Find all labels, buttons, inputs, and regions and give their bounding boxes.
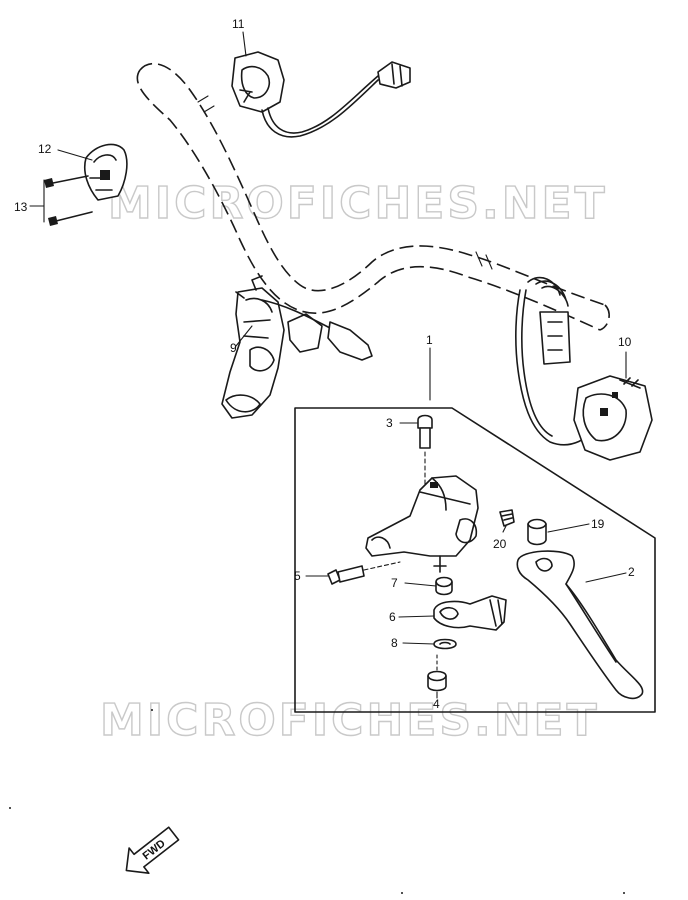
part-8-washer xyxy=(433,638,457,650)
part-19-collar xyxy=(527,518,547,546)
part-13-screws xyxy=(44,175,93,226)
part-20-small-bolt xyxy=(499,509,515,527)
part-7-nut xyxy=(435,576,453,596)
callout-10: 10 xyxy=(618,335,632,349)
callout-19: 19 xyxy=(591,517,605,531)
part-11-switch-housing xyxy=(231,51,411,138)
fwd-arrow-icon: FWD xyxy=(125,826,180,875)
callout-13: 13 xyxy=(14,200,28,214)
callout-9: 9 xyxy=(230,341,237,355)
part-9-throttle-assembly xyxy=(221,275,373,419)
callout-6: 6 xyxy=(389,610,396,624)
part-12-switch-housing-left xyxy=(83,143,128,201)
leader-lines xyxy=(29,31,627,699)
callout-3: 3 xyxy=(386,416,393,430)
part-4-nut xyxy=(427,654,447,692)
part-10-switch-housing-right xyxy=(515,276,653,461)
callout-7: 7 xyxy=(391,576,398,590)
watermark-bottom: MICROFICHES.NET xyxy=(100,695,600,746)
scan-specks xyxy=(9,709,625,894)
watermark-top: MICROFICHES.NET xyxy=(108,178,608,229)
callout-5: 5 xyxy=(294,569,301,583)
handlebar-outline xyxy=(136,62,610,331)
callout-11: 11 xyxy=(232,17,245,31)
part-6-cam-arm xyxy=(433,595,507,631)
callout-2: 2 xyxy=(628,565,635,579)
part-2-lever xyxy=(516,550,644,700)
callout-12: 12 xyxy=(38,142,52,156)
part-1-lever-holder xyxy=(365,475,479,573)
lever-assembly-frame xyxy=(294,407,656,713)
callout-8: 8 xyxy=(391,636,398,650)
callout-4: 4 xyxy=(433,697,440,711)
callout-1: 1 xyxy=(426,333,433,347)
callout-20: 20 xyxy=(493,537,507,551)
part-5-bolt xyxy=(327,561,401,585)
